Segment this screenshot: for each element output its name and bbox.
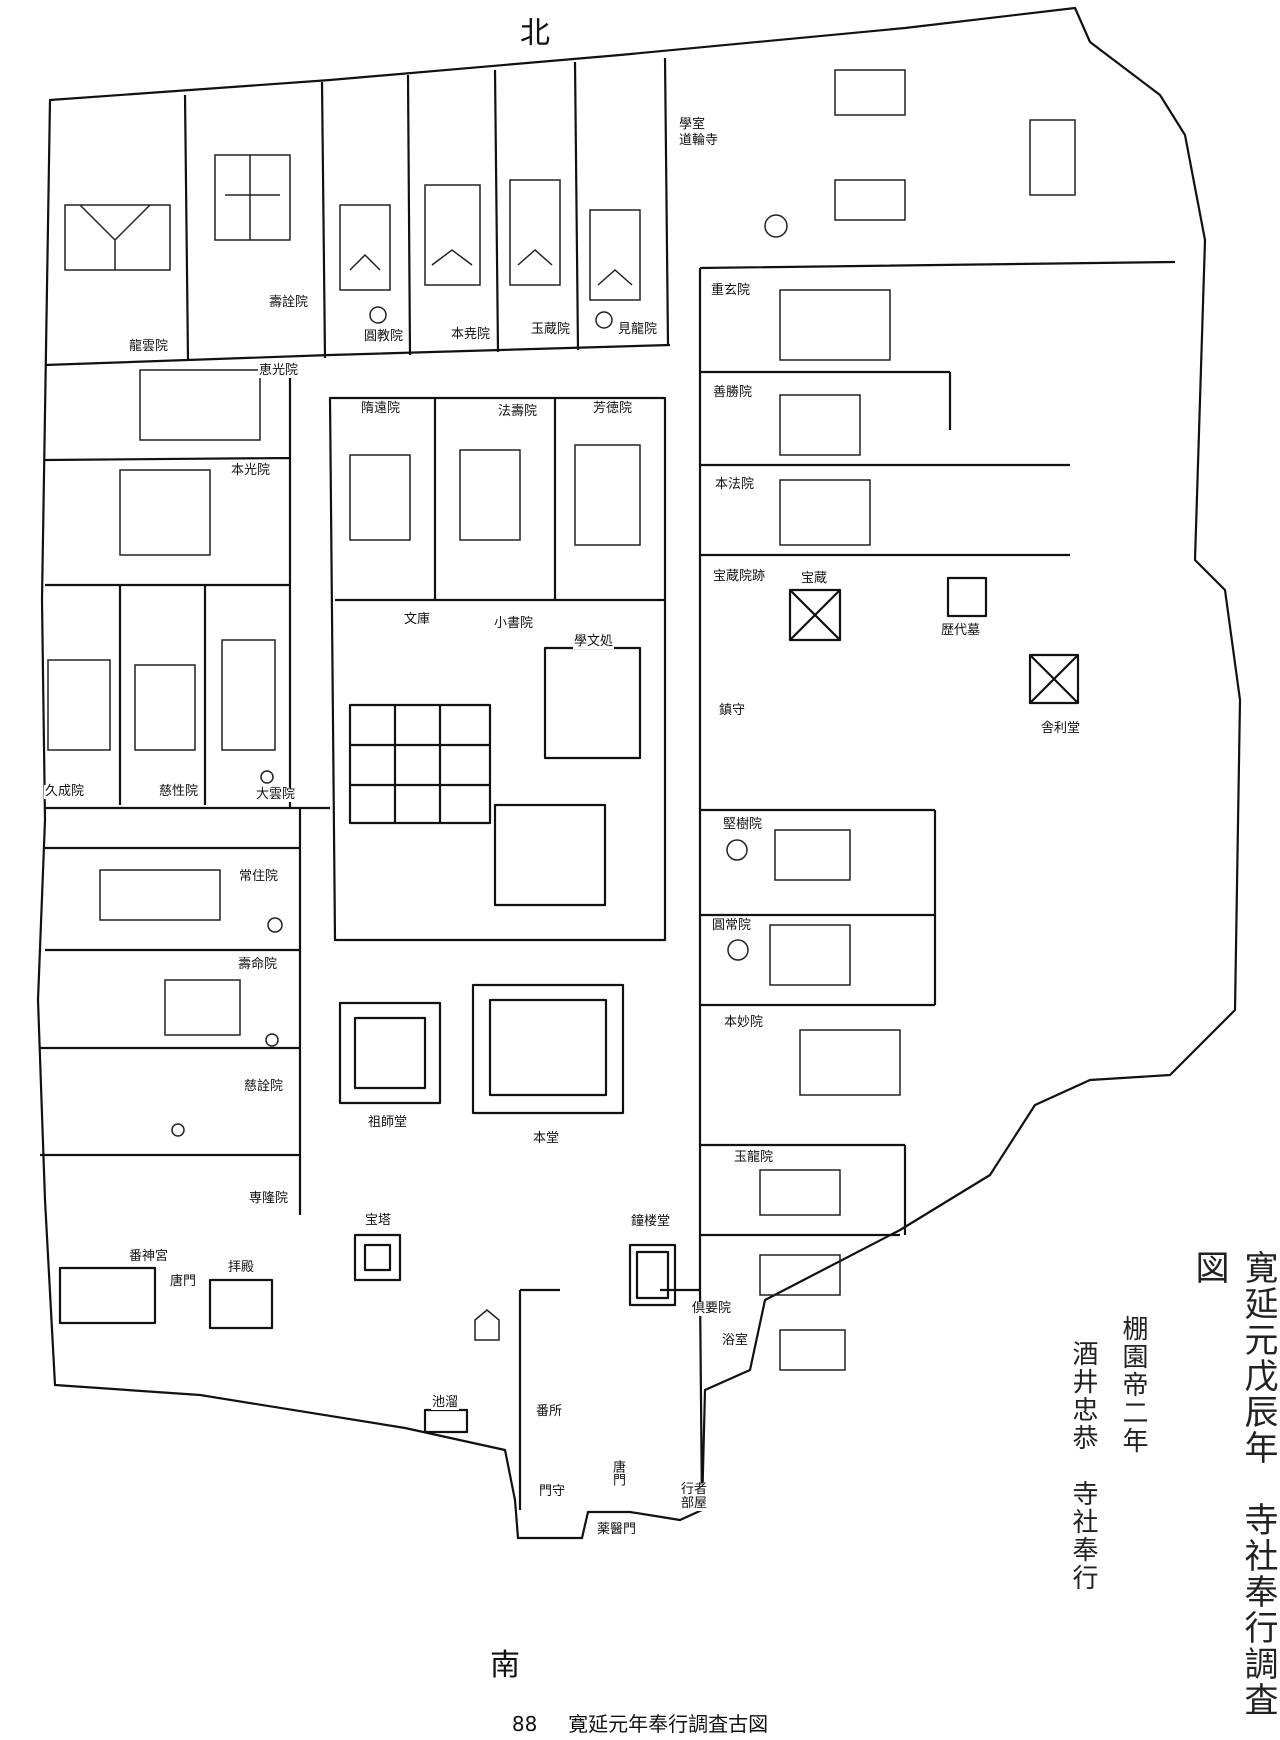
caption-number: 88 bbox=[511, 1712, 538, 1736]
label-gakumon: 學文処 bbox=[573, 634, 615, 649]
label-bunko: 文庫 bbox=[403, 612, 432, 627]
label-jugen: 重玄院 bbox=[710, 283, 752, 298]
label-gyokuzo: 玉蔵院 bbox=[530, 322, 572, 337]
label-bansho: 番所 bbox=[535, 1404, 564, 1419]
label-banjingu: 番神宮 bbox=[128, 1249, 170, 1264]
label-jumei: 壽命院 bbox=[237, 957, 279, 972]
label-joju: 常住院 bbox=[238, 869, 280, 884]
inscription-line-2: 棚園帝二年 bbox=[1118, 1315, 1148, 1455]
label-kenju: 堅樹院 bbox=[722, 817, 764, 832]
label-karamon-west: 唐門 bbox=[169, 1274, 198, 1289]
label-guyo: 倶要院 bbox=[691, 1301, 733, 1316]
precinct-boundary bbox=[36, 6, 1242, 1540]
label-yokushitsu: 浴室 bbox=[721, 1333, 750, 1348]
north-row bbox=[44, 57, 671, 367]
label-ikedamari: 池溜 bbox=[431, 1395, 460, 1410]
south-gate-corridor bbox=[518, 1288, 704, 1511]
central-hall-block bbox=[328, 396, 667, 942]
label-soshido: 祖師堂 bbox=[367, 1115, 409, 1130]
label-enjo: 圓常院 bbox=[711, 918, 753, 933]
label-kusei: 久成院 bbox=[44, 784, 86, 799]
label-rekidaibo: 歴代墓 bbox=[940, 623, 982, 638]
south-marker: 南 bbox=[490, 1648, 520, 1683]
label-gakushitsu: 學室 bbox=[678, 117, 707, 132]
label-hondo: 本堂 bbox=[532, 1131, 561, 1146]
label-hoju: 法壽院 bbox=[497, 404, 539, 419]
label-honko-n: 本尭院 bbox=[450, 327, 492, 342]
shoin-complex bbox=[348, 703, 492, 825]
label-honpo: 本法院 bbox=[714, 477, 756, 492]
label-dorinji: 道輪寺 bbox=[678, 133, 720, 148]
west-column bbox=[40, 365, 330, 1215]
label-shari: 舎利堂 bbox=[1040, 721, 1082, 736]
caption-title: 寛延元年奉行調査古図 bbox=[568, 1712, 769, 1736]
label-senryu: 専隆院 bbox=[248, 1191, 290, 1206]
label-haiden: 拝殿 bbox=[227, 1260, 256, 1275]
label-jisho: 慈性院 bbox=[158, 784, 200, 799]
label-yakuimon: 薬醫門 bbox=[596, 1522, 638, 1537]
label-zensho: 善勝院 bbox=[712, 385, 754, 400]
label-hotoku: 芳徳院 bbox=[592, 401, 634, 416]
label-daiun: 大雲院 bbox=[255, 787, 297, 802]
soshido-outline bbox=[338, 1001, 442, 1105]
label-gyokuryu: 玉龍院 bbox=[733, 1150, 775, 1165]
label-hoto: 宝塔 bbox=[364, 1213, 393, 1228]
label-koshoin: 小書院 bbox=[493, 616, 535, 631]
north-marker: 北 bbox=[520, 16, 550, 51]
label-zuien: 隋遠院 bbox=[360, 401, 402, 416]
label-ryuun: 龍雲院 bbox=[128, 339, 170, 354]
figure-caption: 88 寛延元年奉行調査古図 bbox=[0, 1708, 1280, 1737]
inscription-line-1: 寛延元戊辰年 寺社奉行調査図 bbox=[1189, 1250, 1278, 1718]
label-monshu: 門守 bbox=[538, 1484, 567, 1499]
label-hozoato: 宝蔵院跡 bbox=[712, 569, 767, 584]
label-kenryu: 見龍院 bbox=[617, 322, 659, 337]
label-hozo: 宝蔵 bbox=[800, 571, 829, 586]
shoro-outline bbox=[628, 1243, 677, 1307]
label-keiko: 恵光院 bbox=[258, 363, 300, 378]
inscription-line-3: 酒井忠恭 寺社奉行 bbox=[1068, 1340, 1098, 1592]
label-chinju: 鎮守 bbox=[718, 703, 747, 718]
label-jisen: 慈詮院 bbox=[243, 1079, 285, 1094]
label-honmyo: 本妙院 bbox=[723, 1015, 765, 1030]
label-karamon-south: 唐門 bbox=[609, 1460, 625, 1486]
hondo-outline bbox=[471, 983, 625, 1115]
hoto-outline bbox=[353, 1233, 402, 1282]
label-enkyo: 圓教院 bbox=[363, 329, 405, 344]
label-gyojabeya: 行者部屋 bbox=[680, 1483, 712, 1511]
banjingu-outline bbox=[58, 1266, 157, 1325]
label-juten: 壽詮院 bbox=[268, 295, 310, 310]
east-column bbox=[698, 260, 1176, 1290]
label-honko: 本光院 bbox=[230, 463, 272, 478]
label-shoro: 鐘楼堂 bbox=[630, 1214, 672, 1229]
